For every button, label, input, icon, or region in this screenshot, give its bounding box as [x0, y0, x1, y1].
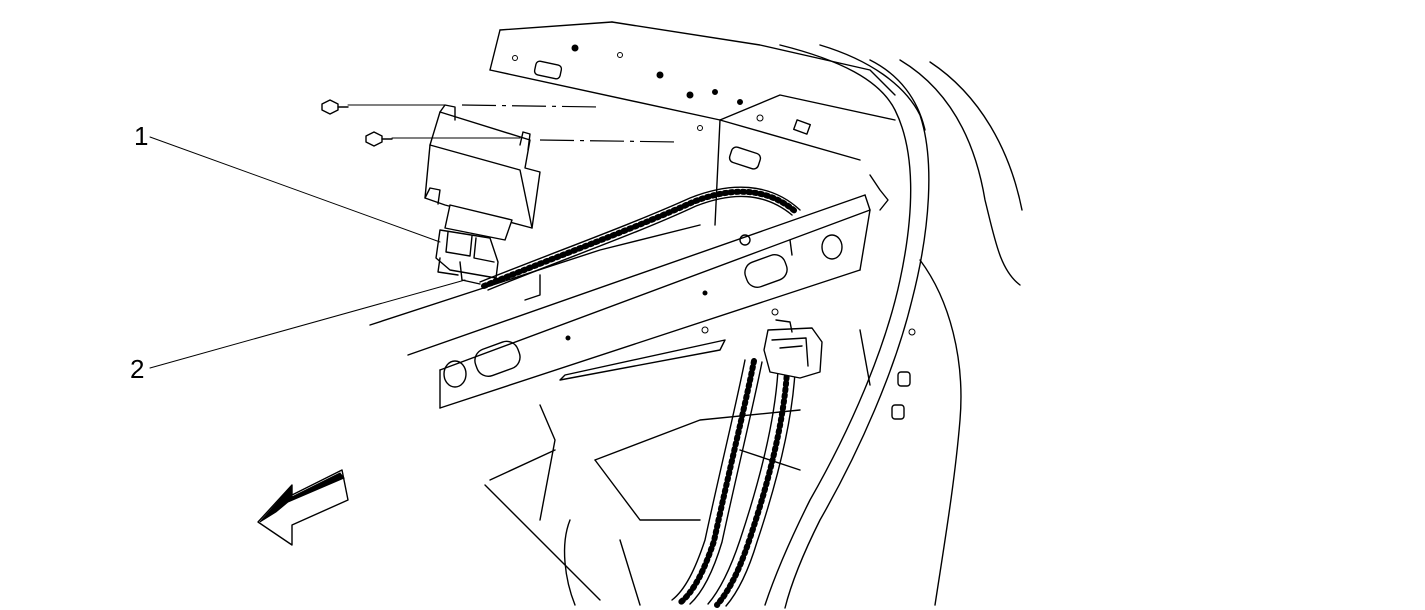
module-assembly [424, 104, 541, 241]
bolt-lower [365, 131, 681, 147]
lower-wiring-harness [671, 358, 796, 608]
bolt-icon [321, 99, 339, 115]
upper-body-panel [489, 21, 896, 226]
module-connector [435, 229, 499, 285]
body-pillar [764, 44, 1023, 609]
lower-frame-rail [369, 194, 871, 521]
lower-connector [763, 319, 823, 379]
upper-wiring-harness [479, 186, 801, 291]
callout-1-label: 1 [134, 121, 148, 151]
callout-leaders [149, 136, 466, 369]
front-direction-arrow-icon [257, 469, 349, 546]
callout-2-label: 2 [130, 354, 144, 384]
bolt-upper [321, 99, 601, 115]
floor-panel [484, 339, 801, 606]
